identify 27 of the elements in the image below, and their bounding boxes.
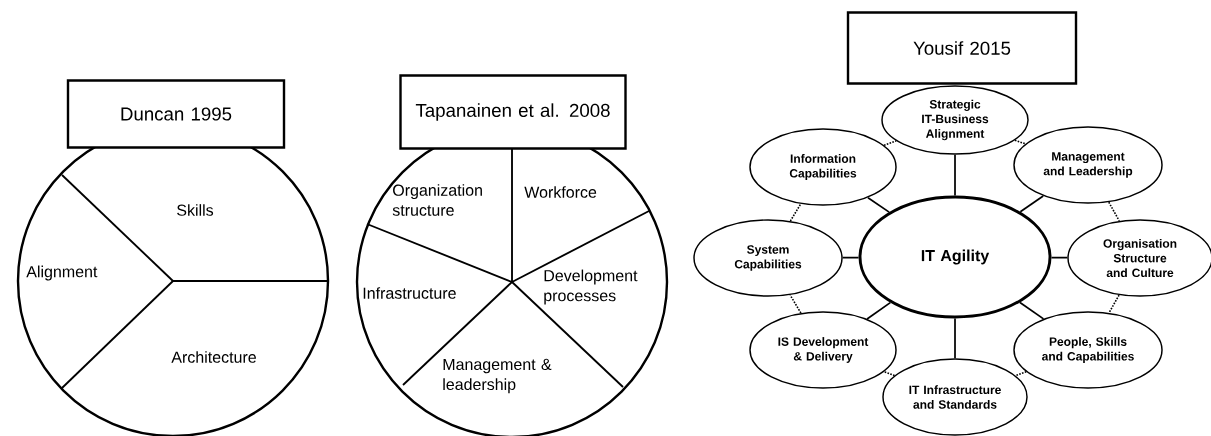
connector-line <box>1019 195 1045 213</box>
sector-label: Skills <box>177 204 214 216</box>
connector-line <box>866 301 892 320</box>
title-box: Yousif 2015 <box>846 11 1078 85</box>
title-box: Tapanainen et al. 2008 <box>399 74 627 150</box>
connector-line <box>841 256 860 259</box>
title-box: Duncan 1995 <box>66 79 286 149</box>
sector-label: Alignment <box>26 265 98 281</box>
dotted-connector <box>883 140 897 147</box>
dotted-connector <box>1014 371 1028 377</box>
dotted-connector <box>1108 201 1121 222</box>
sector-label: Development processes <box>544 269 638 305</box>
dotted-connector <box>789 203 802 222</box>
connector-line <box>867 196 890 213</box>
dotted-connector <box>789 294 802 314</box>
connector-line <box>1050 256 1069 259</box>
dotted-connector <box>1108 294 1120 314</box>
sector-label: Organization structure <box>392 184 482 216</box>
dotted-connector <box>1014 139 1027 145</box>
connector-line <box>1019 301 1045 320</box>
connector-line <box>954 153 956 197</box>
sector-label: Architecture <box>171 351 256 363</box>
sector-label: Workforce <box>524 186 597 198</box>
sector-label: Management & leadership <box>443 358 552 394</box>
connector-line <box>954 317 956 360</box>
dotted-connector <box>883 370 896 377</box>
sector-label: Infrastructure <box>363 287 456 299</box>
